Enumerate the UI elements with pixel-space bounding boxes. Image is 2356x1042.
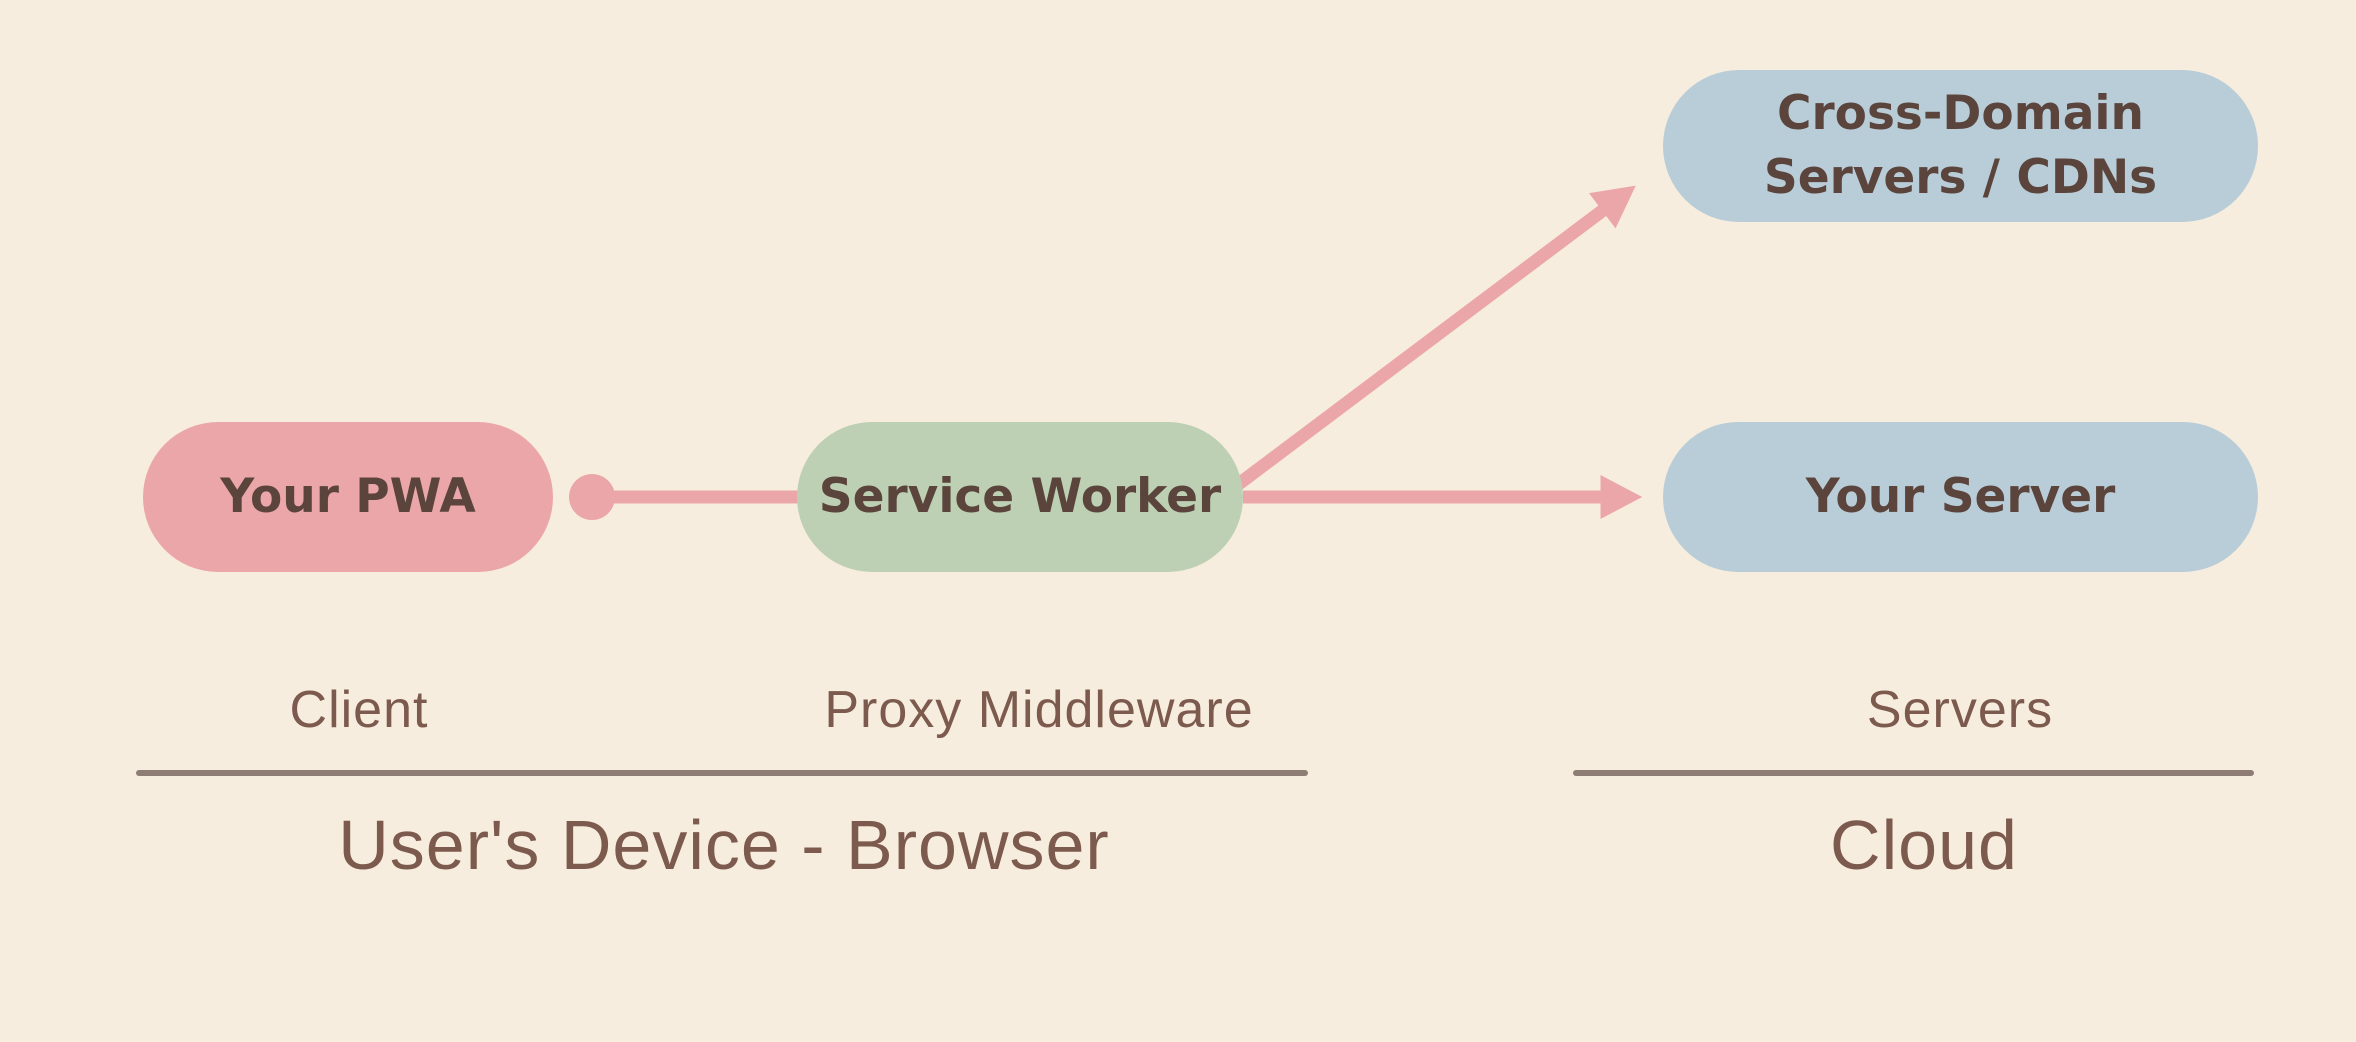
node-your-server-label: Your Server <box>1805 469 2116 524</box>
node-cross-domain-servers: Cross-Domain Servers / CDNs <box>1663 70 2258 222</box>
role-label-servers: Servers <box>1866 681 2054 739</box>
divider-cloud <box>1573 770 2254 776</box>
node-cross-domain-label-line2: Servers / CDNs <box>1763 150 2158 205</box>
node-service-worker-label: Service Worker <box>818 469 1222 524</box>
node-cross-domain-label-line1: Cross-Domain <box>1777 86 2144 141</box>
node-your-server: Your Server <box>1663 422 2258 572</box>
node-your-pwa-label: Your PWA <box>220 469 476 524</box>
edge-service-worker-to-cross-domain-arrow <box>1224 185 1636 498</box>
zone-title-cloud: Cloud <box>1830 806 2018 884</box>
role-label-client: Client <box>289 681 429 739</box>
node-service-worker: Service Worker <box>797 422 1243 572</box>
connector-dot <box>569 474 615 520</box>
node-your-pwa: Your PWA <box>143 422 553 572</box>
zone-title-user-device-browser: User's Device - Browser <box>338 806 1110 884</box>
role-label-proxy-middleware: Proxy Middleware <box>824 681 1254 739</box>
divider-user-device <box>136 770 1308 776</box>
